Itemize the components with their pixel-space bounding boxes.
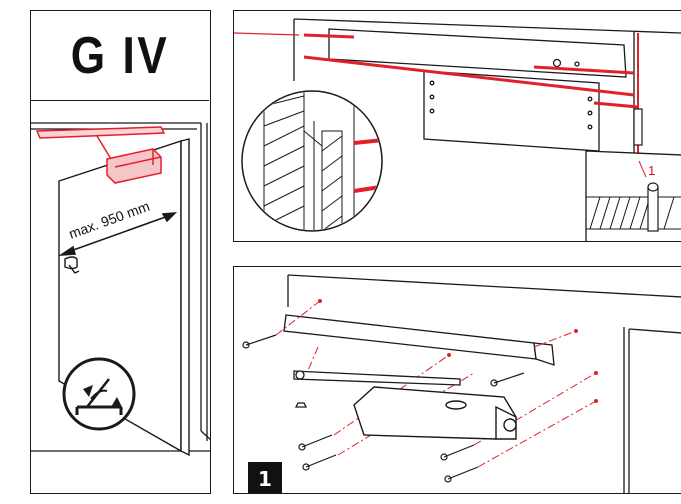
callout-leader xyxy=(638,160,647,178)
red-hole-markers xyxy=(318,299,598,403)
closer-arm-part xyxy=(293,370,461,408)
top-right-panel: 1 xyxy=(233,10,681,242)
installation-step-diagram xyxy=(242,274,681,493)
bottom-right-panel: 1 xyxy=(233,266,681,494)
door-closer-body-part xyxy=(353,386,517,440)
title-box: G IV xyxy=(31,11,209,101)
closer-arm xyxy=(96,135,112,160)
mounting-section-diagram: 1 xyxy=(234,18,681,241)
callout-number: 1 xyxy=(648,163,655,178)
width-dimension-arrow xyxy=(58,212,178,257)
mounting-plate xyxy=(423,70,600,152)
detail-magnifier xyxy=(241,90,383,232)
door-handle-icon xyxy=(64,256,80,274)
screw-icons xyxy=(242,334,525,483)
page-title: G IV xyxy=(70,26,170,85)
stop-pin xyxy=(647,182,659,232)
closer-rail-part xyxy=(283,314,555,366)
rail-outline xyxy=(328,28,627,78)
closer-rail xyxy=(35,126,166,139)
step-number-badge: 1 xyxy=(248,462,282,493)
door-closer-body xyxy=(106,148,162,184)
floor-hatch xyxy=(586,196,681,230)
hinge xyxy=(633,108,643,146)
pull-side-symbol-icon xyxy=(62,357,136,431)
door-illustration: max. 950 mm xyxy=(31,122,210,457)
left-panel: G IV xyxy=(30,10,211,494)
